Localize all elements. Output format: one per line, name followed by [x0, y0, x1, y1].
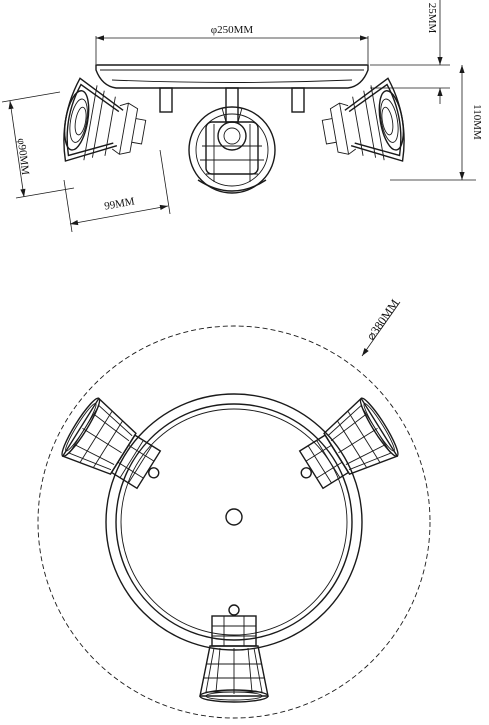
total-height-label: 110MM: [471, 104, 483, 140]
plan-view: ⌀380MM: [37, 296, 431, 719]
base-height-label: 25MM: [426, 3, 438, 34]
shade-depth-label: 99MM: [103, 195, 135, 212]
base-diameter-label: φ250MM: [211, 24, 254, 36]
side-view: φ250MM 25MM 110MM φ90MM 99MM: [1, 0, 483, 233]
shade-diameter-label: φ90MM: [15, 138, 31, 176]
spread-diameter-label: ⌀380MM: [364, 296, 402, 342]
